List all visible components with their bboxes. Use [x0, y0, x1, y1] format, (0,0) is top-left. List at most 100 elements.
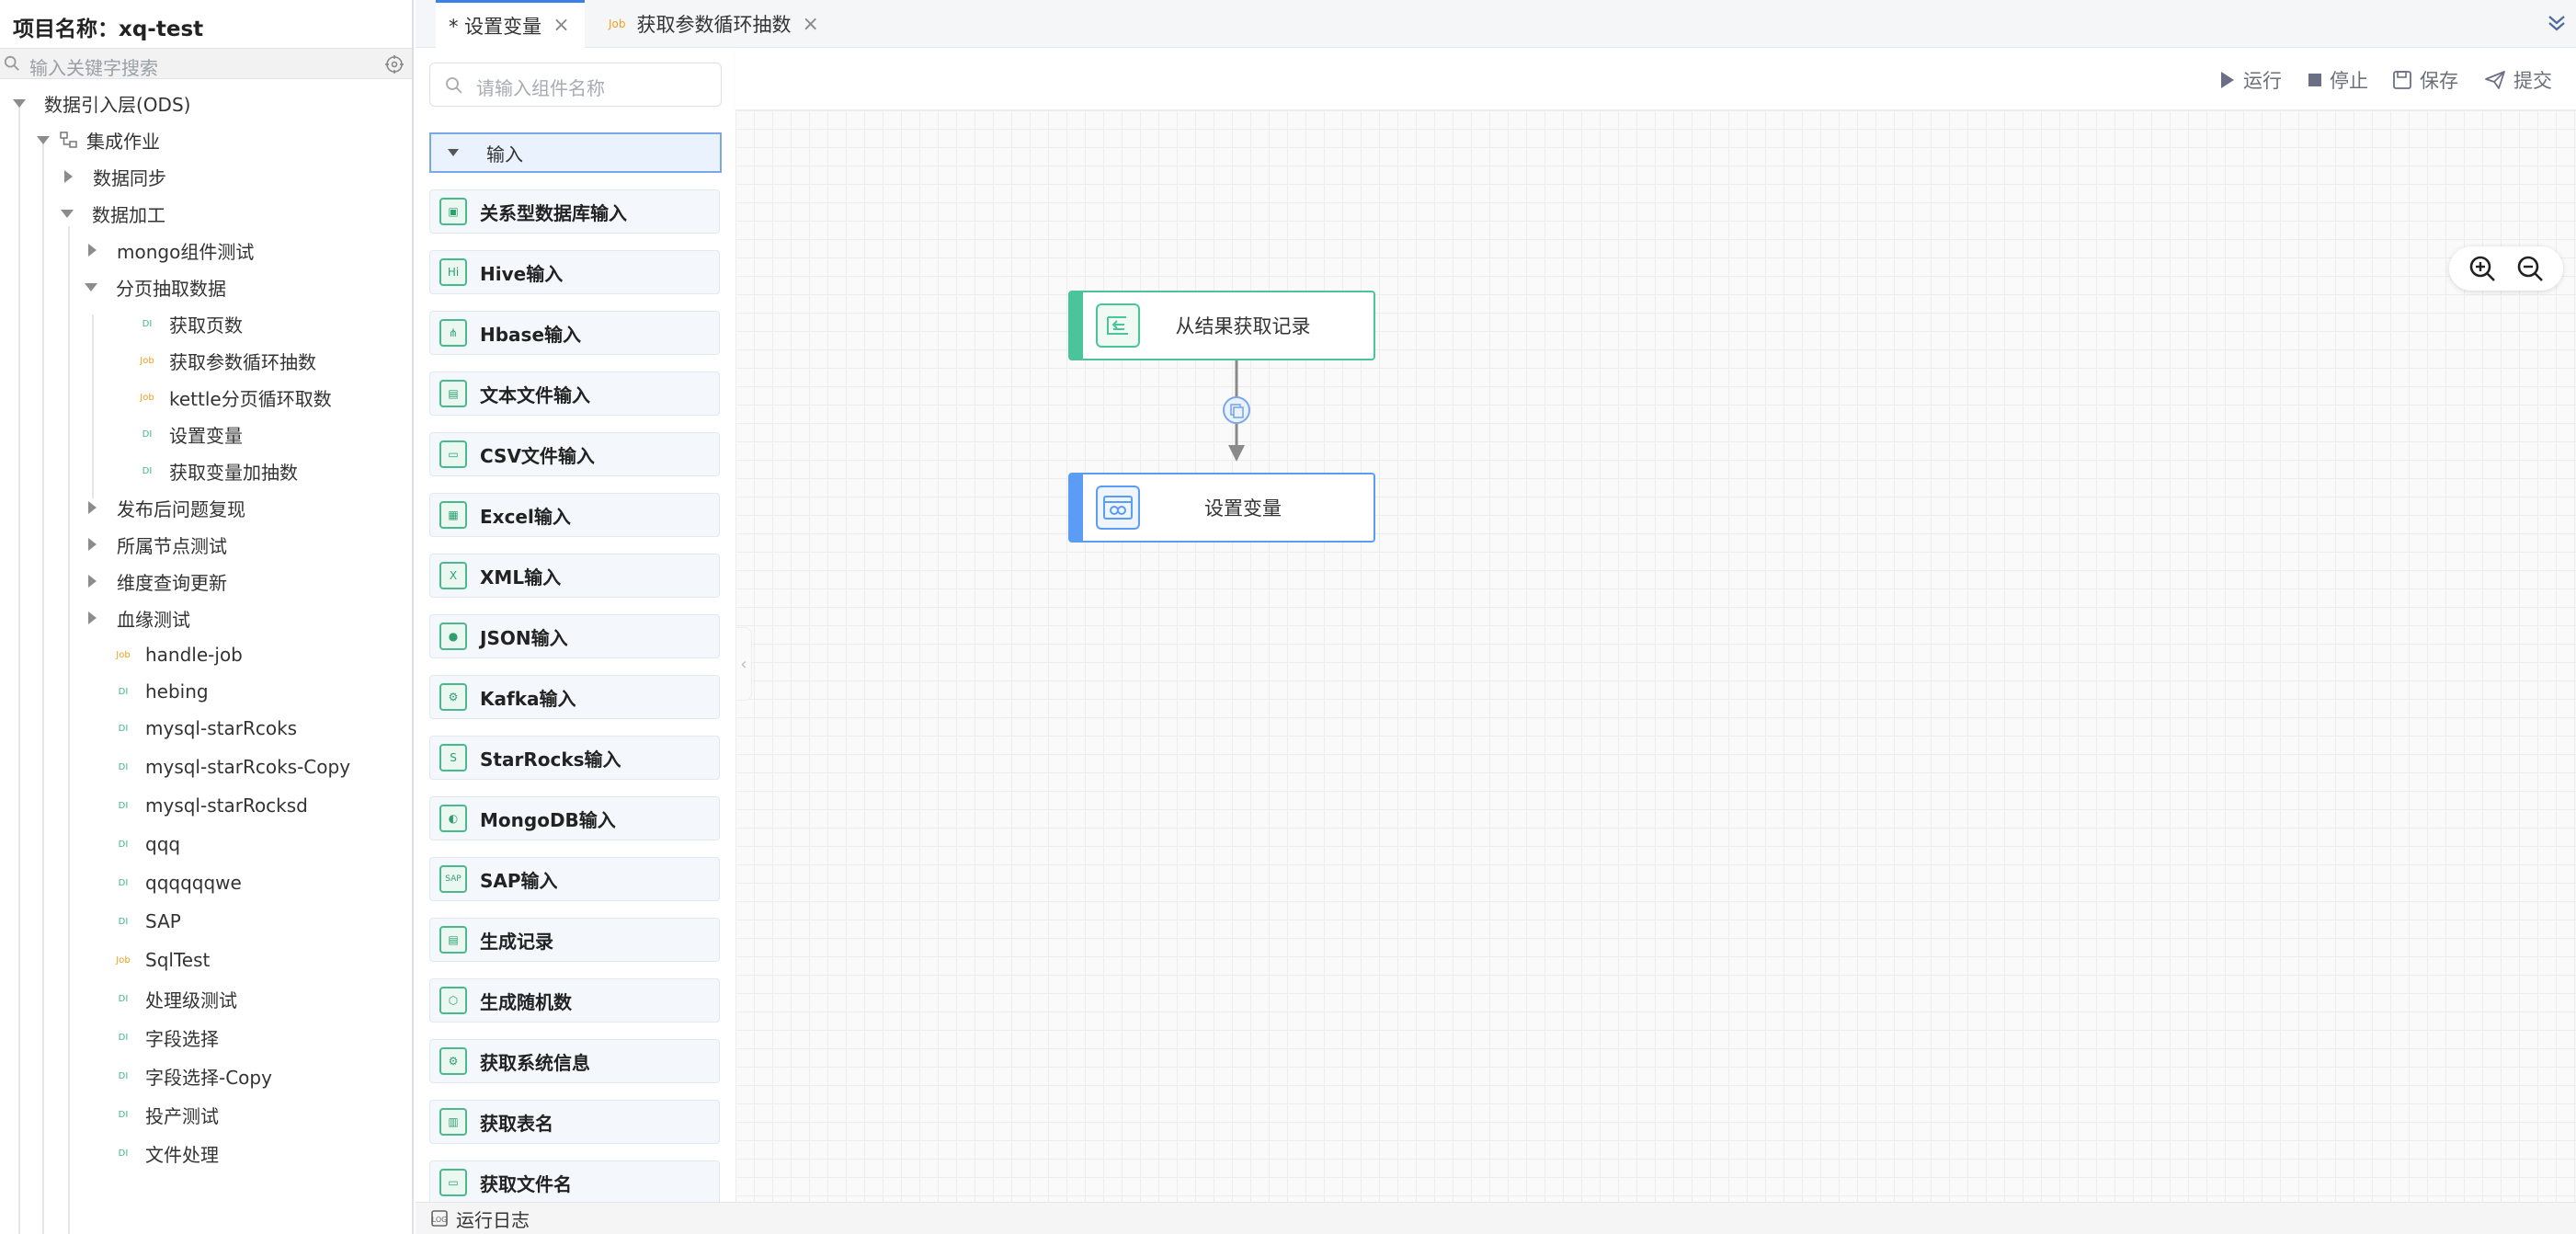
node-set-variable[interactable]: 设置变量 — [1068, 473, 1375, 543]
palette-item[interactable]: ◐MongoDB输入 — [429, 796, 720, 840]
palette-collapse-handle[interactable]: ‹ — [735, 627, 752, 701]
double-chevron-down-icon[interactable] — [2545, 11, 2569, 35]
tree-item[interactable]: DI hebing — [114, 673, 209, 710]
palette-item-label: 文本文件输入 — [480, 383, 590, 406]
tree-item[interactable]: DI mysql-starRocksd — [114, 787, 308, 824]
tree-item[interactable]: 数据引入层(ODS) — [13, 85, 190, 121]
project-title: 项目名称：xq-test — [13, 11, 203, 42]
tree-search[interactable]: 输入关键字搜索 — [0, 48, 412, 79]
tree-item[interactable]: 数据同步 — [63, 158, 166, 195]
tree-item[interactable]: DI 获取页数 — [138, 305, 243, 342]
palette-item[interactable]: ⬡生成随机数 — [429, 978, 720, 1023]
palette-item[interactable]: ▥获取表名 — [429, 1100, 720, 1144]
palette-item[interactable]: ●JSON输入 — [429, 614, 720, 658]
palette-item[interactable]: ▦Excel输入 — [429, 493, 720, 537]
zoom-in-icon[interactable] — [2468, 254, 2497, 283]
palette-item[interactable]: ▤生成记录 — [429, 918, 720, 962]
palette-item[interactable]: ⚙ Kafka输入 — [429, 675, 720, 719]
tree-item[interactable]: DI SAP — [114, 903, 181, 940]
tree-item[interactable]: 维度查询更新 — [86, 563, 227, 600]
tree-item[interactable]: DI mysql-starRcoks-Copy — [114, 748, 350, 785]
tree-item[interactable]: 分页抽取数据 — [85, 269, 226, 305]
tab-loop-extract[interactable]: Job 获取参数循环抽数 × — [599, 0, 828, 48]
tree-item[interactable]: DI 处理级测试 — [114, 980, 237, 1017]
tree-item-label: 获取变量加抽数 — [169, 461, 298, 484]
tree-item[interactable]: 集成作业 — [37, 121, 160, 158]
tree-item[interactable]: mongo组件测试 — [86, 232, 254, 269]
component-search-input[interactable]: 请输入组件名称 — [429, 63, 722, 107]
palette-item[interactable]: ⚙获取系统信息 — [429, 1039, 720, 1083]
tree-item-label: 获取参数循环抽数 — [169, 350, 316, 373]
tree-item[interactable]: Job SqlTest — [114, 942, 210, 978]
tree-item[interactable]: 发布后问题复现 — [86, 489, 245, 526]
submit-button[interactable]: 提交 — [2484, 66, 2552, 94]
kafka-icon: ⚙ — [439, 683, 467, 711]
locate-icon[interactable] — [384, 54, 405, 74]
tree-guide — [42, 138, 44, 1234]
chevron-down-icon[interactable] — [61, 209, 74, 218]
tree-item[interactable]: DI qqqqqqwe — [114, 864, 242, 901]
mongodb-icon: ◐ — [439, 805, 467, 832]
tree-item[interactable]: DI 文件处理 — [114, 1135, 219, 1171]
close-icon[interactable]: × — [802, 12, 819, 36]
close-icon[interactable]: × — [553, 14, 570, 37]
tree-item[interactable]: 数据加工 — [61, 195, 165, 232]
chevron-right-icon[interactable] — [88, 611, 97, 624]
di-icon: DI — [118, 723, 129, 734]
tree-item[interactable]: DI 字段选择 — [114, 1019, 219, 1056]
tree-item-label: 字段选择 — [145, 1027, 219, 1050]
chevron-down-icon[interactable] — [85, 282, 97, 291]
editor-tabs: * 设置变量 × Job 获取参数循环抽数 × — [416, 0, 2576, 48]
palette-item-label: Kafka输入 — [480, 687, 576, 710]
tree-item[interactable]: DI 获取变量加抽数 — [138, 452, 298, 489]
chevron-right-icon[interactable] — [88, 538, 97, 551]
zoom-out-icon[interactable] — [2515, 254, 2545, 283]
palette-item[interactable]: ▭获取文件名 — [429, 1160, 720, 1202]
chevron-right-icon[interactable] — [64, 170, 73, 183]
tab-set-variable[interactable]: * 设置变量 × — [436, 0, 585, 48]
node-label: 从结果获取记录 — [1175, 315, 1311, 337]
tree-item-label: 分页抽取数据 — [116, 277, 226, 300]
chevron-right-icon[interactable] — [88, 501, 97, 514]
save-button[interactable]: 保存 — [2392, 66, 2458, 94]
palette-group-input[interactable]: 输入 — [429, 132, 722, 173]
tree-item[interactable]: DI 设置变量 — [138, 416, 243, 452]
chevron-down-icon[interactable] — [13, 98, 26, 108]
palette-item-label: CSV文件输入 — [480, 444, 595, 467]
tree-item[interactable]: 血缘测试 — [86, 600, 190, 636]
tree-item[interactable]: DI qqq — [114, 826, 180, 863]
hbase-icon: ⋔ — [439, 319, 467, 347]
group-label: 输入 — [486, 143, 523, 166]
run-button[interactable]: 运行 — [2219, 66, 2282, 94]
palette-item[interactable]: ▤文本文件输入 — [429, 371, 720, 416]
palette-item-label: Excel输入 — [480, 505, 571, 528]
tree-item[interactable]: DI 字段选择-Copy — [114, 1057, 272, 1094]
run-log-tab[interactable]: 运行日志 — [456, 1208, 530, 1231]
node-get-rows-from-result[interactable]: 从结果获取记录 — [1068, 291, 1375, 360]
node-accent — [1070, 292, 1083, 359]
zoom-controls — [2449, 246, 2563, 291]
chevron-down-icon[interactable] — [37, 135, 50, 144]
tree-item[interactable]: DI 投产测试 — [114, 1096, 219, 1133]
palette-item[interactable]: ▭CSV文件输入 — [429, 432, 720, 476]
node-connector — [1223, 360, 1250, 462]
tree-item-label: 获取页数 — [169, 314, 243, 337]
stop-button[interactable]: 停止 — [2308, 66, 2368, 94]
tree-item-label: kettle分页循环取数 — [169, 387, 332, 410]
chevron-right-icon[interactable] — [88, 244, 97, 257]
palette-item[interactable]: ▣关系型数据库输入 — [429, 189, 720, 234]
tree-item[interactable]: Job handle-job — [114, 636, 243, 673]
design-canvas[interactable]: 从结果获取记录 设置变量 — [735, 110, 2576, 1202]
tree-item[interactable]: Job kettle分页循环取数 — [138, 379, 332, 416]
palette-item[interactable]: ⋔Hbase输入 — [429, 311, 720, 355]
chevron-right-icon[interactable] — [88, 575, 97, 588]
tree-item[interactable]: DI mysql-starRcoks — [114, 710, 297, 747]
search-icon — [446, 77, 462, 94]
tree-item[interactable]: Job 获取参数循环抽数 — [138, 342, 316, 379]
tree-item[interactable]: 所属节点测试 — [86, 526, 227, 563]
